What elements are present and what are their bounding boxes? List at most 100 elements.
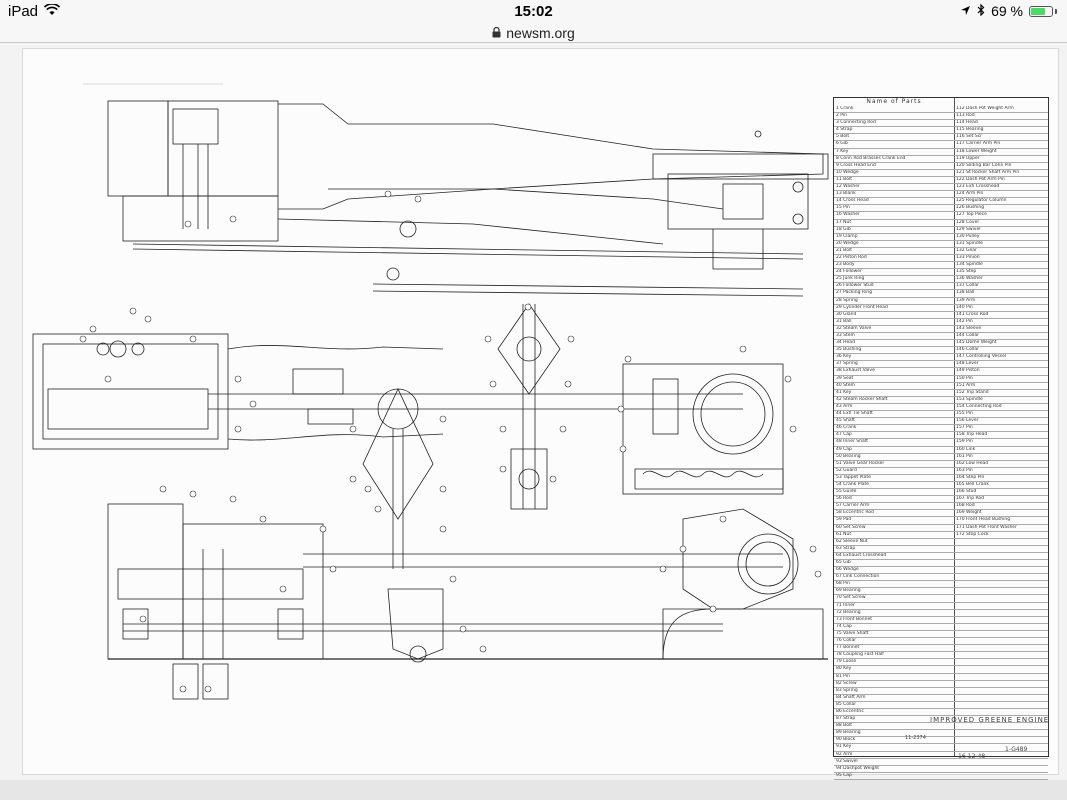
part-right: 167 Trip Rod — [956, 496, 985, 502]
part-left: 50 Bearing — [836, 453, 861, 459]
part-right: 120 Sliding Bar Conn Pin — [956, 162, 1012, 168]
part-left: 19 Clamp — [836, 233, 858, 239]
part-left: 36 Key — [836, 354, 852, 360]
device-name: iPad — [8, 3, 39, 20]
parts-title: Name of Parts — [866, 98, 922, 105]
parts-row: 64 Exhaust Crosshead — [834, 553, 1048, 560]
part-left: 18 Gib — [836, 226, 851, 232]
parts-row: 61 Nut 172 Stop Cock — [834, 532, 1048, 539]
part-right: 157 Pin — [956, 425, 973, 431]
part-right: 114 Head — [956, 120, 978, 126]
parts-row: 81 Pin — [834, 674, 1048, 681]
part-right: 147 Controlling Vessel — [956, 354, 1007, 360]
part-left: 57 Carrier Arm — [836, 503, 870, 509]
part-left: 82 Screw — [836, 680, 857, 686]
part-left: 58 Eccentric Rod — [836, 510, 874, 516]
part-right: 172 Stop Cock — [956, 531, 989, 537]
parts-row: 60 Set Screw 171 Dash Pot Front Washer — [834, 525, 1048, 532]
part-left: 29 Cylinder Front Head — [836, 304, 888, 310]
part-left: 10 Wedge — [836, 169, 859, 175]
parts-row: 79 Loose — [834, 659, 1048, 667]
parts-row: 78 Coupling Fast Half — [834, 652, 1048, 660]
part-left: 23 Body — [836, 262, 855, 268]
parts-row: 93 Swivel — [834, 759, 1048, 766]
parts-row: 85 Collar — [834, 702, 1048, 709]
part-right: 154 Connecting Rod — [956, 403, 1002, 409]
parts-row: 71 Inner — [834, 603, 1048, 610]
part-left: 65 Gib — [836, 560, 851, 565]
drawing-date: 16-12-48 — [958, 753, 986, 760]
part-left: 7 Key — [836, 148, 849, 154]
url-text[interactable]: newsm.org — [506, 25, 575, 41]
part-right: 142 Pin — [956, 318, 973, 324]
part-left: 77 Bonnet — [836, 645, 860, 651]
part-left: 74 Cap — [836, 623, 852, 629]
parts-row: 62 Sleeve Nut — [834, 539, 1048, 546]
part-right: 148 Lever — [956, 361, 979, 367]
part-left: 79 Loose — [836, 659, 857, 665]
part-right: 140 Pin — [956, 304, 973, 310]
part-left: 60 Set Screw — [836, 524, 866, 530]
part-right: 139 Arm — [956, 297, 976, 303]
part-right: 133 Pinion — [956, 254, 980, 260]
parts-row: 84 Shaft Arm — [834, 695, 1048, 702]
part-left: 51 Valve Gear Rocker — [836, 460, 885, 466]
part-left: 61 Nut — [836, 531, 852, 537]
part-right: 164 Step Pin — [956, 474, 985, 480]
part-right: 122 Dash Pot Arm Pin — [956, 176, 1005, 182]
drawing-number: 1-G489 — [1005, 746, 1028, 753]
parts-row: 10 Wedge 121 St Rocker Shaft Arm Pin — [834, 170, 1048, 177]
part-right: 125 Regulator Column — [956, 198, 1007, 204]
parts-row: 69 Bearing — [834, 588, 1048, 596]
part-left: 91 Key — [836, 744, 852, 750]
part-left: 59 Pad — [836, 517, 852, 523]
part-left: 67 Link Connection — [836, 574, 880, 580]
part-left: 11 Bolt — [836, 176, 853, 182]
part-right: 135 Step — [956, 269, 977, 275]
parts-row: 11 Bolt 122 Dash Pot Arm Pin — [834, 176, 1048, 185]
part-left: 75 Valve Shaft — [836, 630, 869, 636]
part-left: 63 Strap — [836, 545, 856, 551]
part-right: 123 Exh Crosshead — [956, 184, 1000, 190]
part-right: 121 St Rocker Shaft Arm Pin — [956, 169, 1020, 175]
address-bar[interactable]: newsm.org — [0, 24, 1067, 43]
part-right: 169 Weight — [956, 510, 982, 516]
battery-icon — [1029, 5, 1053, 17]
part-right: 117 Carrier Arm Pin — [956, 141, 1001, 147]
part-left: 89 Bearing — [836, 730, 861, 736]
part-right: 171 Dash Pot Front Washer — [956, 524, 1017, 530]
part-left: 25 Junk Ring — [836, 276, 865, 282]
part-right: 160 Link — [956, 446, 976, 452]
part-right: 141 Cross Rod — [956, 311, 989, 317]
wifi-icon — [43, 3, 61, 20]
part-right: 156 Lever — [956, 418, 979, 424]
part-left: 44 Exh Tie Shaft — [836, 411, 873, 417]
part-right: 168 Rod — [956, 503, 975, 509]
part-right: 152 Trip Stand — [956, 389, 989, 395]
part-right: 166 Stud — [956, 489, 977, 495]
part-left: 6 Gib — [836, 141, 848, 147]
part-left: 20 Wedge — [836, 240, 859, 246]
parts-row: 50 Bearing 161 Pin — [834, 454, 1048, 461]
part-left: 55 Guide — [836, 489, 857, 495]
part-right: 165 Bell Crank — [956, 481, 990, 487]
part-right: 161 Pin — [956, 453, 973, 459]
part-left: 37 Spring — [836, 361, 858, 367]
